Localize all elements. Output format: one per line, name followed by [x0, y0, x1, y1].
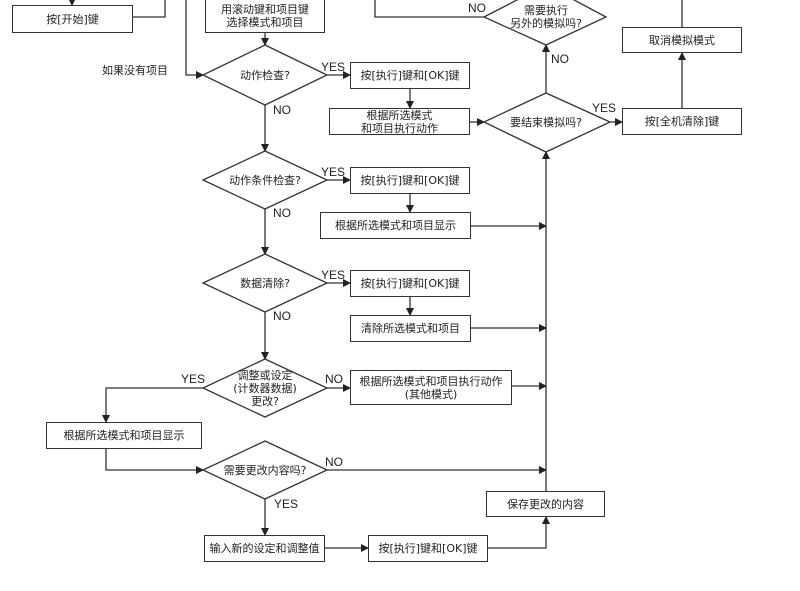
- decision-label-adjust-counter: 调整或设定 (计数器数据) 更改?: [233, 368, 297, 408]
- no-label-need-change: NO: [325, 455, 343, 469]
- decision-label-action-condition-check: 动作条件检查?: [229, 173, 301, 187]
- display-box-1: 根据所选模式和项目显示: [320, 212, 471, 239]
- enter-values-box: 输入新的设定和调整值: [204, 535, 325, 562]
- no-label-end-sim: NO: [551, 52, 569, 66]
- wire-exec4-to-save: [488, 516, 550, 549]
- decision-action-check: [201, 44, 329, 106]
- exec-ok-box-3: 按[执行]键和[OK]键: [350, 270, 470, 297]
- exec-ok-box-2: 按[执行]键和[OK]键: [350, 167, 470, 194]
- perform-action-box: 根据所选模式 和项目执行动作: [329, 108, 470, 135]
- decision-data-clear: [201, 253, 329, 313]
- decision-label-data-clear: 数据清除?: [240, 276, 290, 290]
- save-changes-box: 保存更改的内容: [486, 491, 605, 517]
- decision-action-condition-check: [201, 150, 329, 210]
- yes-label-action-check: YES: [321, 60, 346, 74]
- yes-label-action-condition: YES: [321, 165, 346, 179]
- display-box-2: 根据所选模式和项目显示: [46, 422, 202, 449]
- cancel-sim-box: 取消模拟模式: [622, 27, 742, 53]
- yes-label-end-sim: YES: [592, 101, 617, 115]
- select-mode-box: 用滚动键和项目键 选择模式和项目: [205, 0, 325, 33]
- all-clear-box: 按[全机清除]键: [622, 108, 742, 135]
- exec-ok-box-4: 按[执行]键和[OK]键: [368, 535, 488, 562]
- no-label-adjust: NO: [325, 372, 343, 386]
- wire-no-item: [185, 0, 204, 79]
- yes-label-adjust: YES: [181, 372, 206, 386]
- clear-selected-box: 清除所选模式和项目: [350, 315, 471, 342]
- other-mode-action-box: 根据所选模式和项目执行动作 (其他模式): [350, 370, 512, 405]
- wire-adjust-yes: [102, 387, 203, 423]
- yes-label-need-change: YES: [274, 497, 299, 511]
- wire-display2-to-need: [105, 449, 204, 474]
- decision-label-action-check: 动作检查?: [240, 68, 290, 82]
- wire-start-loop: [133, 0, 166, 18]
- if-no-item-note: 如果没有项目: [102, 64, 168, 77]
- yes-label-data-clear: YES: [321, 268, 346, 282]
- decision-label-another-sim: 需要执行 另外的模拟吗?: [510, 4, 582, 30]
- decision-need-change: [201, 440, 329, 500]
- no-label-action-condition: NO: [273, 206, 291, 220]
- exec-ok-box-1: 按[执行]键和[OK]键: [350, 62, 470, 89]
- decision-adjust-counter: [201, 358, 329, 418]
- press-start-box: 按[开始]键: [12, 5, 133, 33]
- decision-another-sim: [482, 0, 608, 46]
- no-label-action-check: NO: [273, 103, 291, 117]
- decision-label-need-change: 需要更改内容吗?: [223, 463, 307, 477]
- no-label-another-sim: NO: [468, 1, 486, 15]
- no-label-data-clear: NO: [273, 309, 291, 323]
- decision-label-end-sim: 要结束模拟吗?: [510, 115, 582, 129]
- wire-another-no: [374, 0, 484, 18]
- decision-end-sim: [482, 92, 612, 153]
